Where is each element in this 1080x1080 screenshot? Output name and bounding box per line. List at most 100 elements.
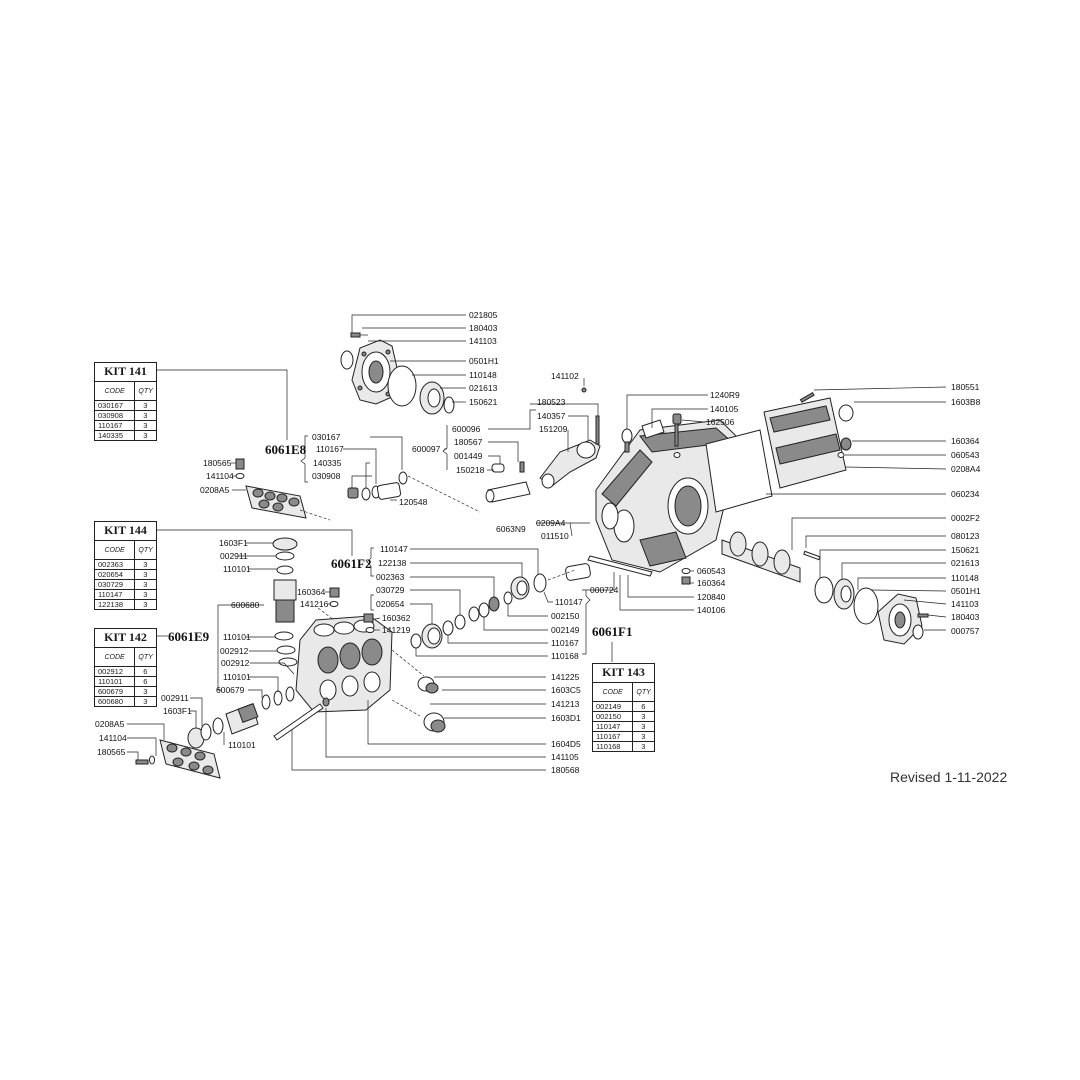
callout: 180567 [454, 437, 483, 447]
kit-title: KIT 144 [95, 522, 156, 541]
callout: 141104 [206, 471, 234, 481]
crosshead-pin [487, 481, 531, 503]
kit-title: KIT 141 [95, 363, 156, 382]
callout: 110101 [223, 672, 251, 682]
callout: 151209 [539, 424, 568, 434]
top-plate [641, 419, 665, 439]
column-header-code: CODE [95, 382, 136, 401]
callout: 110148 [469, 370, 497, 380]
seal-stack-f2 [366, 547, 591, 657]
callout: 180565 [203, 458, 232, 468]
assembly-label-6061f1: 6061F1 [592, 624, 632, 639]
callout: 180403 [951, 612, 980, 622]
kit-title: KIT 142 [95, 629, 156, 648]
callout: 0208A5 [95, 719, 125, 729]
callout: 160364 [697, 578, 726, 588]
callout: 600679 [216, 685, 245, 695]
callout: 180568 [551, 765, 580, 775]
callout: 002912 [221, 658, 250, 668]
callout: 110167 [551, 638, 579, 648]
seal [347, 487, 359, 499]
callout: 1603F1 [163, 706, 192, 716]
callout: 140105 [710, 404, 739, 414]
connecting-rod-group [442, 378, 601, 503]
callout: 0002F2 [951, 513, 980, 523]
column-header-qty: QTY [134, 648, 156, 667]
callout: 0209A4 [536, 518, 566, 528]
plug [329, 587, 340, 598]
callout: 030908 [312, 471, 341, 481]
sight-glass [838, 404, 854, 422]
callout: 141103 [951, 599, 979, 609]
callout: 002149 [551, 625, 580, 635]
callout: 000724 [590, 585, 619, 595]
callout: 180403 [469, 323, 498, 333]
valve-block-e8 [231, 458, 331, 521]
callout: 141213 [551, 699, 580, 709]
callout: 1603C5 [551, 685, 581, 695]
callout: 0208A5 [200, 485, 230, 495]
callout: 060234 [951, 489, 980, 499]
callout: 021613 [469, 383, 498, 393]
callout: 110101 [223, 632, 251, 642]
column-header-code: CODE [95, 541, 136, 560]
large-o-ring [387, 365, 417, 407]
snap-ring [443, 396, 455, 414]
callout: 141225 [551, 672, 580, 682]
rear-cover-group [705, 386, 947, 513]
oil-cap [672, 413, 682, 425]
shaft-key [803, 550, 821, 561]
column-header-code: CODE [95, 648, 136, 667]
callout: 110167 [316, 444, 344, 454]
callout: 110168 [551, 651, 579, 661]
washer [398, 471, 408, 485]
callout: 141102 [551, 371, 579, 381]
plunger-group-e8 [300, 435, 481, 513]
cover-gasket [705, 429, 773, 513]
valve-cap [272, 537, 298, 551]
valve-stack-left [127, 537, 298, 779]
manifold-group [273, 587, 546, 771]
callout: 141219 [382, 625, 411, 635]
callout: 180523 [537, 397, 566, 407]
callout: 0208A4 [951, 464, 981, 474]
callout: 000757 [951, 626, 980, 636]
drain-plug [681, 576, 691, 585]
callout: 060543 [951, 450, 980, 460]
callout: 110101 [228, 740, 256, 750]
manifold-stud [273, 703, 324, 741]
callout: 002363 [376, 572, 405, 582]
column-header-qty: QTY [632, 683, 654, 702]
crankshaft-group [721, 517, 947, 645]
flange-seal [368, 360, 384, 384]
callout: 1603B8 [951, 397, 981, 407]
column-header-code: CODE [593, 683, 634, 702]
pin [491, 463, 505, 473]
callout: 600680 [231, 600, 260, 610]
eye-bolt [621, 428, 633, 444]
callout: 120548 [399, 497, 428, 507]
o-ring [533, 573, 547, 593]
callout: 011510 [541, 531, 569, 541]
callout: 150218 [456, 465, 485, 475]
callout: 180551 [951, 382, 980, 392]
callout: 030729 [376, 585, 405, 595]
screw [135, 759, 149, 765]
callout: 141103 [469, 336, 497, 346]
callout: 160364 [297, 587, 326, 597]
callout: 141216 [300, 599, 329, 609]
callout: 020654 [376, 599, 405, 609]
rod-bolt [595, 415, 600, 445]
callout: 080123 [951, 531, 980, 541]
